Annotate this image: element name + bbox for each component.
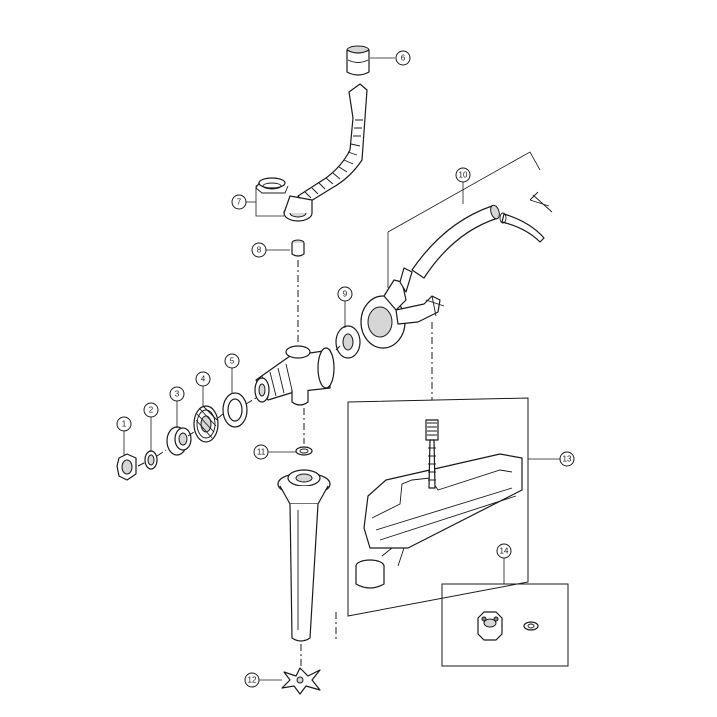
svg-text:7: 7 [237, 198, 242, 207]
svg-text:10: 10 [459, 171, 468, 180]
part-11-o-ring [295, 446, 313, 456]
part-10-hose [411, 191, 553, 279]
svg-text:8: 8 [257, 246, 262, 255]
main-tee-fitting [254, 345, 335, 406]
group-box-14 [441, 583, 569, 667]
svg-text:14: 14 [500, 547, 509, 556]
callout-2: 2 [143, 402, 159, 418]
svg-text:9: 9 [343, 290, 348, 299]
svg-text:6: 6 [401, 54, 406, 63]
part-12-bracket [281, 667, 321, 695]
callout-7: 7 [231, 194, 247, 210]
part-3-nut [166, 426, 192, 456]
callout-4: 4 [195, 371, 211, 387]
callout-12: 12 [244, 672, 260, 688]
callout-6: 6 [395, 50, 411, 66]
leader-lines [123, 57, 560, 681]
svg-text:11: 11 [257, 448, 266, 457]
group-box-13 [347, 397, 529, 617]
callout-10: 10 [455, 167, 471, 183]
part-8-nipple [291, 239, 305, 257]
part-6-cap [346, 45, 370, 76]
callout-14: 14 [496, 543, 512, 559]
svg-text:2: 2 [149, 406, 154, 415]
svg-text:13: 13 [563, 455, 572, 464]
part-1-hex-nut [116, 453, 137, 481]
part-2-washer [144, 450, 158, 470]
svg-text:1: 1 [122, 420, 127, 429]
part-7-hose [255, 83, 368, 222]
part-14-nut-set [477, 611, 539, 641]
hose-10-bracket-lines [387, 151, 541, 288]
svg-text:4: 4 [201, 375, 206, 384]
svg-text:3: 3 [175, 390, 180, 399]
callout-11: 11 [253, 444, 269, 460]
callout-8: 8 [251, 242, 267, 258]
svg-text:12: 12 [248, 676, 257, 685]
part-4-toothed-washer [193, 405, 219, 443]
callout-13: 13 [559, 451, 575, 467]
part-13-float-assembly [355, 419, 523, 589]
callout-1: 1 [116, 416, 132, 432]
callout-5: 5 [224, 353, 240, 369]
part-9-valve-assembly [335, 267, 445, 359]
callout-9: 9 [337, 286, 353, 302]
svg-text:5: 5 [230, 357, 235, 366]
center-lines [137, 260, 433, 670]
vertical-tube [277, 469, 331, 642]
part-5-flat-washer [222, 392, 248, 428]
callout-3: 3 [169, 386, 185, 402]
